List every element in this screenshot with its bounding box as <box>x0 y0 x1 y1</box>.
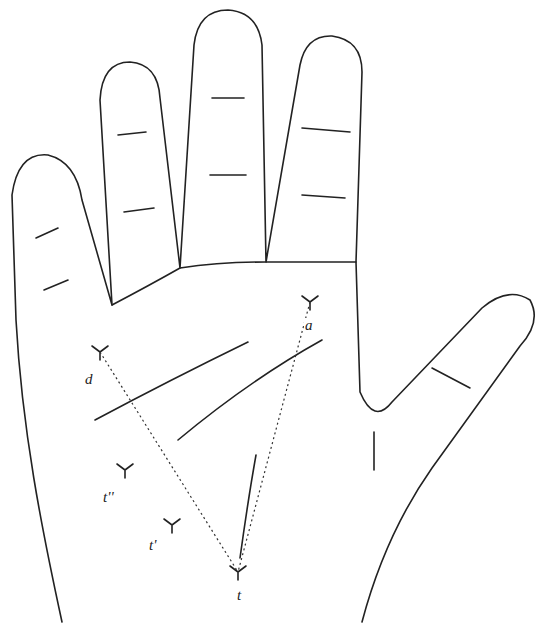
point-label: d <box>84 372 94 387</box>
point-label: a <box>304 318 314 333</box>
point-label: t'' <box>102 490 115 505</box>
point-label: t <box>236 588 242 603</box>
point-label: t' <box>148 538 157 553</box>
